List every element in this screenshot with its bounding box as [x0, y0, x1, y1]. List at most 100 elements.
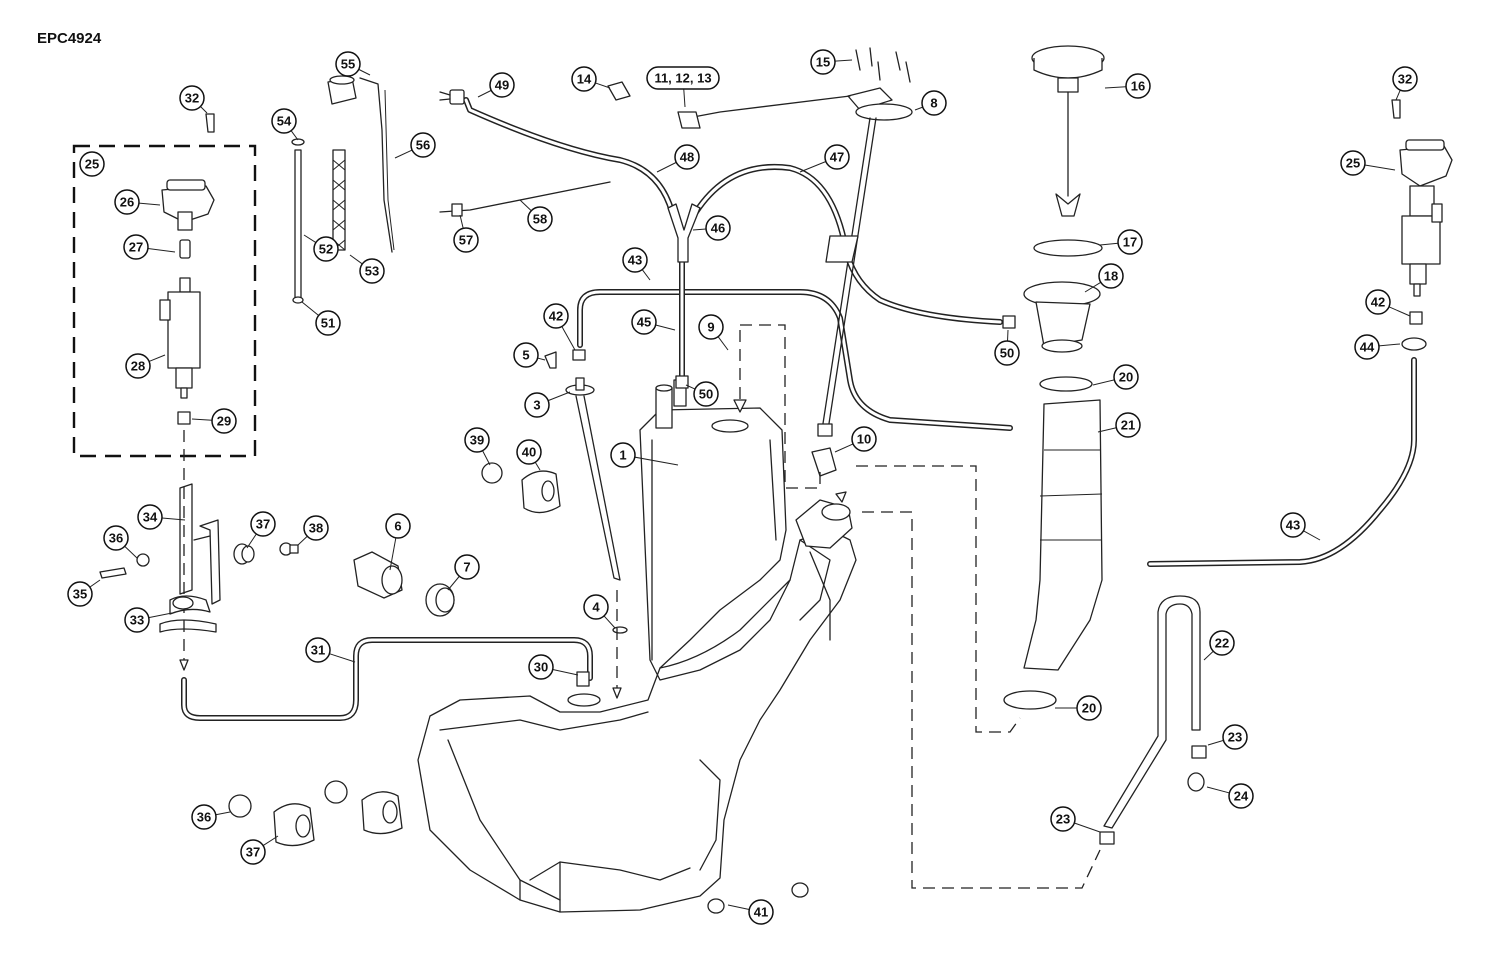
leader-c56 — [394, 149, 413, 159]
callout-c4: 4 — [583, 594, 609, 620]
ring-44 — [1401, 337, 1427, 351]
callout-c41: 41 — [748, 899, 774, 925]
filler-neck-18 — [1023, 281, 1101, 353]
callout-number: 47 — [830, 150, 844, 165]
callout-c32b: 32 — [1392, 66, 1418, 92]
callout-circle — [583, 594, 609, 620]
callout-circle — [359, 258, 385, 284]
callout-c42b: 42 — [1365, 289, 1391, 315]
callout-circle — [305, 637, 331, 663]
callout-c47: 47 — [824, 144, 850, 170]
leader-c40 — [534, 461, 541, 471]
callout-c48: 48 — [674, 144, 700, 170]
sleeve-53 — [332, 149, 346, 251]
callout-circle — [622, 247, 648, 273]
rod-52 — [292, 149, 304, 304]
clip-30 — [576, 671, 590, 687]
callout-number: 14 — [577, 72, 592, 87]
pump-head-26 — [161, 179, 215, 231]
bolt-38 — [279, 542, 299, 556]
callout-c45: 45 — [631, 309, 657, 335]
callout-c23b: 23 — [1050, 806, 1076, 832]
callout-c49: 49 — [489, 72, 515, 98]
leader-c44 — [1378, 343, 1401, 347]
callout-circle — [994, 340, 1020, 366]
callout-number: 56 — [416, 138, 430, 153]
mount-37b — [273, 803, 315, 847]
leader-c33 — [148, 612, 173, 619]
callout-circle — [303, 515, 329, 541]
callout-c1: 1 — [610, 442, 636, 468]
callout-circle — [705, 215, 731, 241]
leader-c29 — [191, 418, 213, 421]
float-10 — [811, 447, 837, 477]
leader-c35 — [89, 579, 101, 588]
cap-55 — [327, 75, 357, 105]
callout-number: 26 — [120, 195, 134, 210]
callout-c44: 44 — [1354, 334, 1380, 360]
washer-36a — [136, 553, 150, 567]
clip-42b — [1409, 311, 1423, 325]
callout-number: 16 — [1131, 79, 1145, 94]
callout-c50a: 50 — [693, 381, 719, 407]
clamp-20b — [1003, 690, 1057, 710]
callout-circle — [335, 51, 361, 77]
leader-c28 — [148, 354, 166, 362]
callout-circle — [698, 314, 724, 340]
clamp-24 — [1187, 772, 1205, 792]
callout-number: 50 — [1000, 346, 1014, 361]
callout-c56: 56 — [410, 132, 436, 158]
washer-36b — [228, 794, 252, 818]
callout-circle — [1354, 334, 1380, 360]
callout-c39: 39 — [464, 427, 490, 453]
callout-c22: 22 — [1209, 630, 1235, 656]
callout-c20b: 20 — [1076, 695, 1102, 721]
leader-c38 — [297, 535, 308, 546]
clip-23a — [1191, 745, 1207, 759]
callout-number: 23 — [1056, 812, 1070, 827]
callout-c43b: 43 — [1280, 512, 1306, 538]
callout-circle — [824, 144, 850, 170]
callout-number: 58 — [533, 212, 547, 227]
callout-number: 31 — [311, 643, 325, 658]
callout-number: 43 — [1286, 518, 1300, 533]
callout-c23a: 23 — [1222, 724, 1248, 750]
leader-c4 — [603, 615, 616, 629]
callout-number: 50 — [699, 387, 713, 402]
callout-circle — [250, 511, 276, 537]
callout-circle — [851, 426, 877, 452]
callout-circle — [610, 442, 636, 468]
callout-number: 6 — [394, 519, 401, 534]
leader-c37b — [262, 835, 279, 846]
callout-circle — [1125, 73, 1151, 99]
leader-c32b — [1395, 89, 1401, 101]
callout-c29: 29 — [211, 408, 237, 434]
callout-circle — [137, 504, 163, 530]
callout-c37b: 37 — [240, 839, 266, 865]
grommet-7 — [425, 583, 455, 617]
callout-c15: 15 — [810, 49, 836, 75]
callout-c3: 3 — [524, 392, 550, 418]
callout-number: 8 — [930, 96, 937, 111]
callout-circle — [179, 85, 205, 111]
leader-c9 — [717, 336, 729, 351]
clip-14 — [607, 81, 631, 101]
callout-c10: 10 — [851, 426, 877, 452]
leader-c43a — [641, 269, 651, 281]
callout-number: 57 — [459, 233, 473, 248]
clip-42a — [572, 349, 586, 361]
seal-27 — [179, 239, 191, 259]
fuel-tank-1 — [417, 379, 857, 913]
callout-c53: 53 — [359, 258, 385, 284]
leader-c15 — [834, 59, 853, 62]
callout-circle — [313, 236, 339, 262]
callout-circle — [489, 72, 515, 98]
callout-number: 49 — [495, 78, 509, 93]
screw-32a — [205, 113, 215, 133]
callout-c55: 55 — [335, 51, 361, 77]
leader-c16 — [1104, 86, 1127, 89]
callout-number: 51 — [321, 316, 335, 331]
washer-39 — [481, 462, 503, 484]
clip-29 — [177, 411, 191, 425]
callout-circle — [123, 234, 149, 260]
